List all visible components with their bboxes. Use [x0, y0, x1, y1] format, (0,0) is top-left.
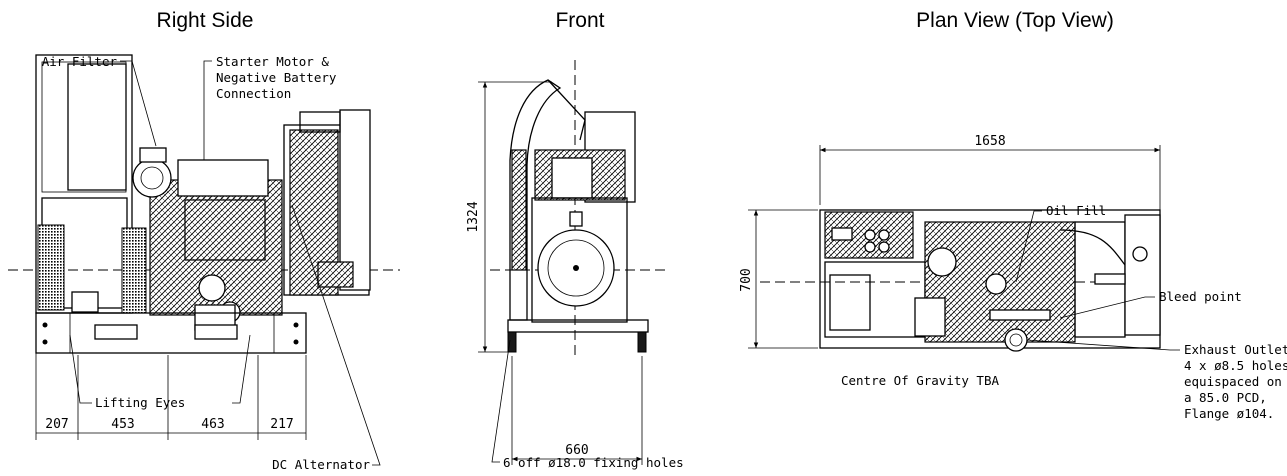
right-side-view [8, 54, 400, 466]
dimension-453: 453 [111, 417, 134, 432]
oil-fill-label: Oil Fill [1046, 203, 1106, 218]
front-view [478, 60, 665, 465]
plan-width-dimension: 700 [739, 268, 754, 291]
exhaust-outlet-label-line-1: Exhaust Outlet [1184, 342, 1287, 357]
exhaust-outlet-label-line-2: 4 x ø8.5 holes [1184, 358, 1287, 373]
centre-of-gravity-label: Centre Of Gravity TBA [841, 373, 1000, 388]
dimension-217: 217 [270, 417, 293, 432]
plan-view [748, 145, 1180, 352]
exhaust-outlet-label-line-4: a 85.0 PCD, [1184, 390, 1267, 405]
starter-motor-label-line-1: Starter Motor & [216, 54, 329, 69]
front-width-dimension: 660 [565, 443, 588, 458]
air-filter-label: Air Filter [42, 54, 118, 69]
exhaust-outlet-label-line-3: equispaced on [1184, 374, 1282, 389]
plan-length-dimension: 1658 [974, 134, 1005, 149]
dc-alternator-label: DC Alternator [272, 457, 370, 472]
dimension-463: 463 [201, 417, 224, 432]
starter-motor-label-line-2: Negative Battery [216, 70, 337, 85]
lifting-eyes-label: Lifting Eyes [95, 395, 185, 410]
fixing-holes-label: 6 off ø18.0 fixing holes [503, 455, 684, 470]
bleed-point-label: Bleed point [1159, 289, 1242, 304]
dimension-207: 207 [45, 417, 68, 432]
right-side-title: Right Side [157, 9, 254, 32]
starter-motor-label-line-3: Connection [216, 86, 291, 101]
front-title: Front [555, 9, 604, 32]
exhaust-outlet-label-line-5: Flange ø104. [1184, 406, 1274, 421]
front-height-dimension: 1324 [466, 201, 481, 232]
plan-view-title: Plan View (Top View) [916, 9, 1114, 32]
